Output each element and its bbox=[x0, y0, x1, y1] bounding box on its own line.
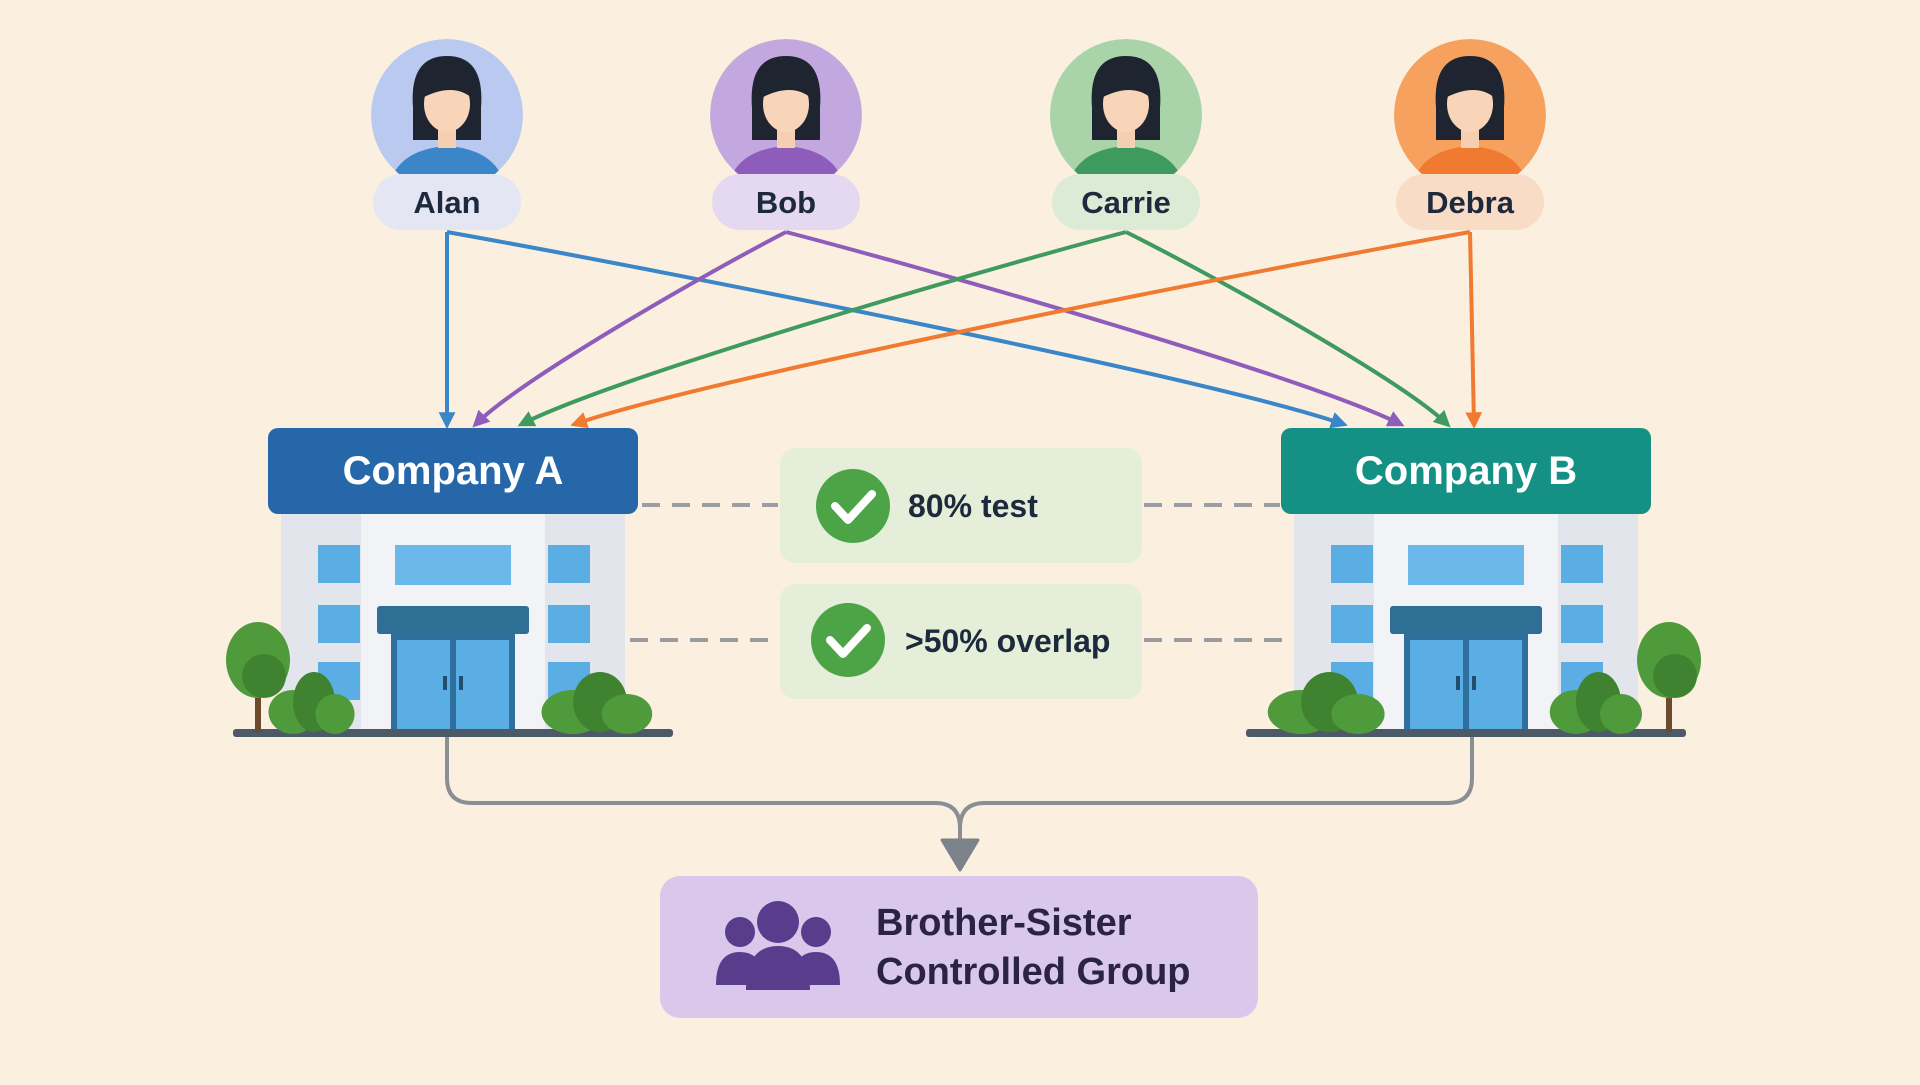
test-80-percent: 80% test bbox=[780, 448, 1142, 563]
window bbox=[1408, 545, 1524, 585]
window bbox=[395, 545, 511, 585]
door bbox=[397, 640, 450, 730]
test-label-overlap: >50% overlap bbox=[905, 623, 1110, 659]
person-name-carrie: Carrie bbox=[1081, 185, 1171, 220]
company-b-building: Company B bbox=[1246, 428, 1701, 737]
group-icon bbox=[716, 901, 840, 990]
window bbox=[1561, 545, 1603, 583]
window bbox=[1561, 605, 1603, 643]
door bbox=[1469, 640, 1522, 730]
dashed-connectors bbox=[630, 503, 1290, 642]
person-alan: Alan bbox=[371, 39, 523, 230]
name-pill bbox=[712, 174, 860, 230]
company-header bbox=[268, 428, 638, 514]
arrow-bob-to-company-a bbox=[472, 230, 787, 428]
arrow-carrie-to-company-b bbox=[1125, 230, 1451, 428]
company-buildings: Company A Company B bbox=[226, 428, 1701, 737]
arrow-debra-to-company-b bbox=[1465, 231, 1483, 430]
name-pill bbox=[1396, 174, 1544, 230]
window bbox=[1331, 545, 1373, 583]
company-name-b: Company B bbox=[1355, 449, 1577, 493]
person-carrie: Carrie bbox=[1050, 39, 1202, 230]
check-mark bbox=[831, 490, 876, 524]
name-pill bbox=[373, 174, 521, 230]
test-overlap: >50% overlap bbox=[780, 584, 1142, 699]
result-box: Brother-Sister Controlled Group bbox=[660, 876, 1258, 1018]
arrow-alan-to-company-b bbox=[446, 230, 1348, 429]
window bbox=[318, 605, 360, 643]
person-name-debra: Debra bbox=[1426, 185, 1515, 220]
company-a-building: Company A bbox=[226, 428, 673, 737]
company-header bbox=[1281, 428, 1651, 514]
test-label-80: 80% test bbox=[908, 488, 1038, 524]
ownership-arrows bbox=[438, 230, 1483, 430]
arrow-carrie-to-company-a bbox=[517, 230, 1127, 427]
window bbox=[318, 545, 360, 583]
result-line-2: Controlled Group bbox=[876, 951, 1191, 993]
door bbox=[1410, 640, 1463, 730]
person-debra: Debra bbox=[1394, 39, 1546, 230]
people-row: Alan Bob Carrie Debra bbox=[371, 39, 1546, 230]
group-connector bbox=[445, 736, 1474, 872]
check-mark bbox=[826, 624, 871, 658]
result-line-1: Brother-Sister bbox=[876, 902, 1132, 944]
check-icon bbox=[811, 603, 885, 677]
company-name-a: Company A bbox=[343, 449, 564, 493]
person-name-bob: Bob bbox=[756, 185, 816, 220]
person-bob: Bob bbox=[710, 39, 862, 230]
window bbox=[548, 545, 590, 583]
arrow-debra-to-company-a bbox=[570, 230, 1471, 429]
arrow-bob-to-company-b bbox=[785, 230, 1405, 427]
door bbox=[456, 640, 509, 730]
window bbox=[548, 605, 590, 643]
name-pill bbox=[1052, 174, 1200, 230]
check-icon bbox=[816, 469, 890, 543]
person-name-alan: Alan bbox=[413, 185, 480, 220]
window bbox=[1331, 605, 1373, 643]
